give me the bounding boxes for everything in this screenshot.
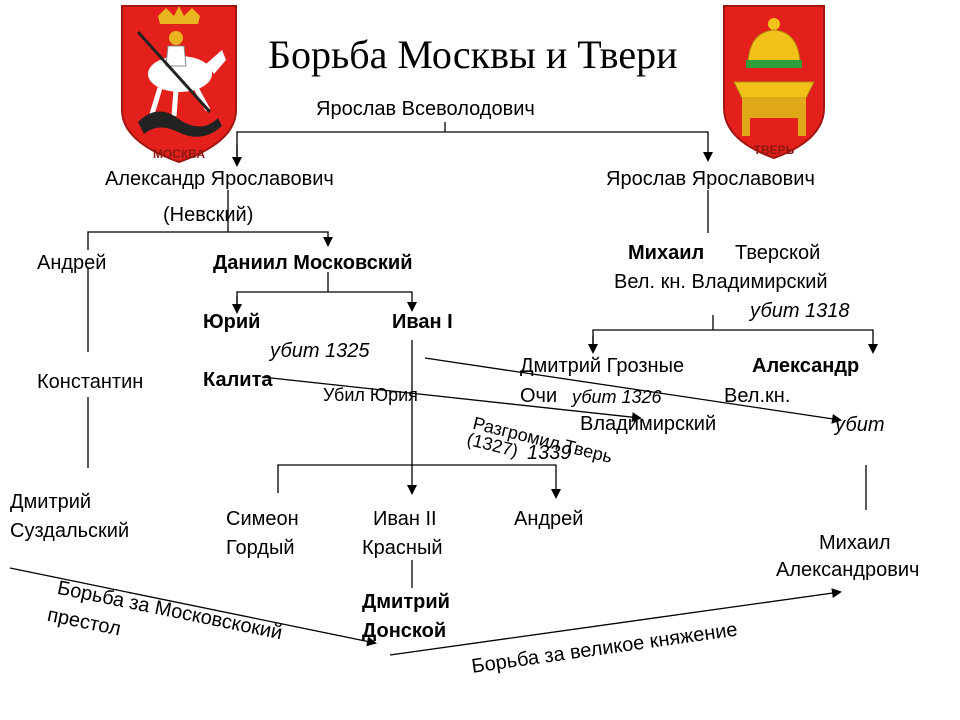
connector-alexander-bar [87, 231, 333, 250]
moscow-crest-label: МОСКВА [153, 147, 205, 161]
moscow-coat-of-arms: МОСКВА [121, 5, 237, 164]
node-dmitry-suzdalsky-line2: Суздальский [10, 520, 130, 542]
note-ubil-yuriya: Убил Юрия [323, 385, 418, 405]
node-daniil-moskovsky: Даниил Московский [213, 252, 413, 274]
arrow-struggle-grand [389, 588, 842, 656]
node-alexander-yaroslavich: Александр Ярославович [105, 168, 334, 190]
node-dmitry-donskoy-line1: Дмитрий [362, 591, 450, 613]
note-ubit-1325: убит 1325 [270, 340, 370, 362]
node-simeon-line2: Гордый [226, 537, 295, 559]
node-simeon-line1: Симеон [226, 508, 299, 530]
note-ubit-1326: убит 1326 [572, 387, 662, 407]
note-ubit: убит [835, 414, 885, 436]
node-konstantin: Константин [37, 371, 144, 393]
node-vladimirsky: Владимирский [580, 413, 717, 435]
node-andrey-2: Андрей [514, 508, 584, 530]
tver-coat-of-arms: ТВЕРЬ [723, 5, 825, 160]
node-alexander-vel-kn: Вел.кн. [724, 385, 791, 407]
node-mikhail-tverskoy: Тверской [735, 242, 821, 264]
node-dmitry-donskoy-line2: Донской [362, 620, 447, 642]
node-dmitry-suzdalsky-line1: Дмитрий [10, 491, 92, 513]
node-mikhail: Михаил [628, 242, 705, 264]
node-yaroslav-vsevolodovich: Ярослав Всеволодович [316, 98, 535, 120]
node-kalita: Калита [203, 369, 273, 391]
node-vel-kn-vladimirsky: Вел. кн. Владимирский [614, 271, 828, 293]
note-ubit-1318: убит 1318 [750, 300, 850, 322]
node-andrey-1: Андрей [37, 252, 107, 274]
arrow-kalita-to-yuri [261, 376, 642, 423]
node-yaroslav-yaroslavich: Ярослав Ярославович [606, 168, 815, 190]
connector-ivan1-bar [277, 464, 561, 499]
arrow-struggle-moscow [9, 567, 377, 647]
node-mikhail-alexandrovich-line2: Александрович [776, 559, 920, 581]
node-mikhail-alexandrovich-line1: Михаил [819, 532, 891, 554]
node-nevsky: (Невский) [163, 204, 254, 226]
node-ivan-2-line1: Иван II [373, 508, 437, 530]
node-dmitry-groznye: Дмитрий Грозные [520, 355, 685, 377]
note-year-1339: 1339 [527, 442, 572, 464]
arrow-ivan1-to-alexander [424, 357, 842, 424]
connector-mikhail-bar [592, 329, 878, 354]
connector-daniil-bar [236, 291, 417, 312]
node-alexander-tverskoy: Александр [752, 355, 860, 377]
connector-root-bar [236, 131, 713, 165]
page-title: Борьба Москвы и Твери [268, 32, 678, 77]
node-ivan-2-line2: Красный [362, 537, 443, 559]
node-yuri: Юрий [203, 311, 261, 333]
node-ochi: Очи [520, 385, 558, 407]
tver-crest-label: ТВЕРЬ [754, 143, 795, 157]
node-ivan-1: Иван I [392, 311, 453, 333]
